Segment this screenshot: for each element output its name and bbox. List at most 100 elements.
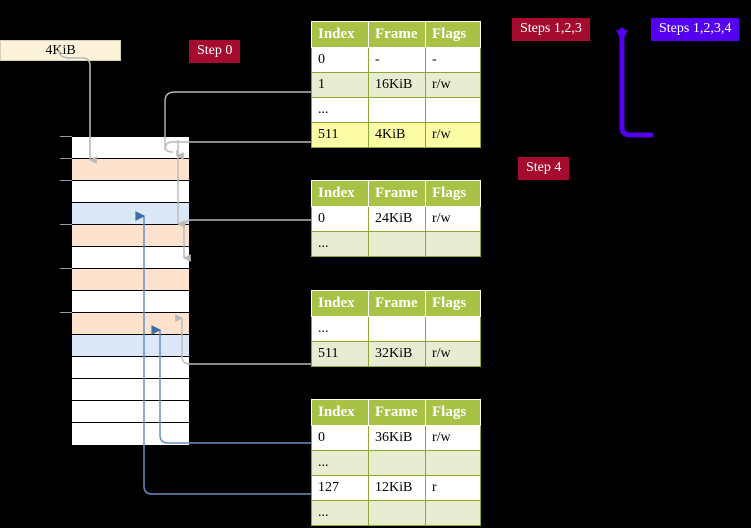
table-row: ... [311,231,481,257]
column-header-flags: Flags [425,180,481,207]
memory-frame-row [72,379,189,401]
cell-frame [368,231,426,257]
memory-frame-row [72,291,189,313]
table-row: ... [311,316,481,342]
memory-frame-row [72,335,189,357]
memory-frame-row [72,137,189,159]
memory-frame-row [72,357,189,379]
cell-flags [425,450,481,476]
cell-frame: 16KiB [368,72,426,98]
cell-flags: r/w [425,341,481,367]
column-header-frame: Frame [368,21,426,48]
table-row: ... [311,450,481,476]
cell-flags: r/w [425,425,481,451]
column-header-index: Index [311,399,369,426]
cell-frame: - [368,47,426,73]
cell-index: ... [311,450,369,476]
memory-frame-row [72,181,189,203]
memory-frame-row [72,159,189,181]
memory-row-tick [60,158,72,159]
cell-index: 511 [311,122,369,148]
cell-frame: 36KiB [368,425,426,451]
cell-frame [368,500,426,526]
cell-index: 511 [311,341,369,367]
column-header-index: Index [311,21,369,48]
cell-index: ... [311,500,369,526]
column-header-flags: Flags [425,290,481,317]
cell-flags [425,231,481,257]
memory-frame-column [71,136,190,446]
column-header-flags: Flags [425,21,481,48]
cell-flags: r/w [425,122,481,148]
table-row: ... [311,97,481,123]
cell-flags [425,97,481,123]
cell-flags [425,316,481,342]
cell-index: ... [311,316,369,342]
cell-flags: - [425,47,481,73]
cell-frame: 24KiB [368,206,426,232]
connector-pdpt-to-memory [183,219,311,262]
badge-steps-1-2-3-4: Steps 1,2,3,4 [651,18,740,41]
table-row: ... [311,500,481,526]
connector-pd-to-memory [175,314,311,365]
column-header-frame: Frame [368,290,426,317]
table-header-row: Index Frame Flags [311,399,481,426]
table-header-row: Index Frame Flags [311,180,481,207]
cell-flags: r/w [425,206,481,232]
memory-frame-row [72,203,189,225]
table-header-row: Index Frame Flags [311,290,481,317]
arrow-steps-1-2-3-4 [616,27,654,138]
memory-row-tick [60,180,72,181]
memory-row-tick [60,312,72,313]
memory-frame-row [72,423,189,445]
column-header-frame: Frame [368,180,426,207]
column-header-frame: Frame [368,399,426,426]
cell-index: ... [311,231,369,257]
badge-step-4: Step 4 [518,157,570,180]
memory-row-tick [60,136,72,137]
cell-frame [368,97,426,123]
memory-frame-row [72,313,189,335]
memory-frame-row [72,225,189,247]
badge-step-0: Step 0 [189,40,241,63]
cell-flags: r [425,475,481,501]
cell-index: 0 [311,425,369,451]
memory-frame-row [72,401,189,423]
badge-steps-1-2-3: Steps 1,2,3 [512,18,590,41]
table-header-row: Index Frame Flags [311,21,481,48]
column-header-index: Index [311,290,369,317]
memory-frame-row [72,247,189,269]
cell-index: 0 [311,206,369,232]
cell-flags: r/w [425,72,481,98]
column-header-index: Index [311,180,369,207]
cell-flags [425,500,481,526]
cell-frame [368,316,426,342]
memory-row-tick [60,224,72,225]
cell-index: 0 [311,47,369,73]
cell-frame: 32KiB [368,341,426,367]
cell-index: 1 [311,72,369,98]
table-row: 0-- [311,47,481,73]
memory-row-tick [60,268,72,269]
cell-index: 127 [311,475,369,501]
cell-index: ... [311,97,369,123]
cell-frame [368,450,426,476]
memory-frame-row [72,269,189,291]
cell-frame: 4KiB [368,122,426,148]
size-box-4kib: 4KiB [0,40,121,61]
column-header-flags: Flags [425,399,481,426]
